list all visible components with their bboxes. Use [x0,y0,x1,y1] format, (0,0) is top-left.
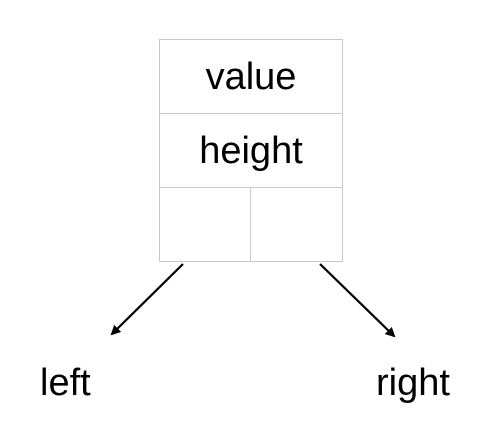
value-field-label: value [205,55,297,98]
right-child-arrow [319,263,396,338]
left-child-label: left [40,362,91,404]
left-pointer-cell [160,188,251,261]
value-field: value [160,40,342,114]
node-structure-box: value height [159,39,343,262]
left-child-arrow [110,263,184,336]
height-field-label: height [199,129,303,172]
height-field: height [160,114,342,188]
right-child-label: right [376,362,450,404]
